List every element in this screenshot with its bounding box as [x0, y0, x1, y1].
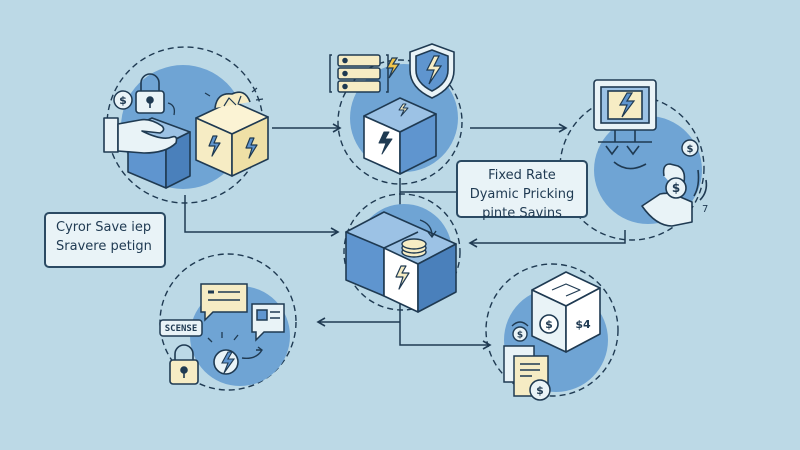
svg-text:$4: $4: [575, 318, 591, 331]
node-chat-lock: SCENSE: [159, 253, 297, 391]
arrow-node1-to-center: [184, 195, 340, 237]
shield-bolt-icon: [409, 43, 455, 99]
padlock-icon: [169, 344, 199, 385]
dollar-coin-icon: $: [511, 321, 529, 342]
svg-text:7: 7: [702, 204, 708, 215]
node-center-cubes: [343, 193, 461, 313]
node-server-shield: [329, 43, 463, 185]
cube-icon: [345, 211, 457, 313]
coin-stack-icon: [401, 219, 437, 258]
node-hand-cubes: $: [103, 46, 269, 204]
svg-text:$: $: [517, 331, 523, 341]
dollar-coin-icon: $: [681, 139, 699, 157]
document-icon: $: [503, 345, 551, 401]
node-documents-cube: $ $4 $ $: [485, 263, 619, 401]
dollar-coin-icon: $: [113, 90, 133, 110]
note-box-right: Fixed Rate Dyamic Pricking pinte Savins: [456, 160, 588, 221]
padlock-icon: [135, 73, 165, 114]
cube-icon: [363, 97, 437, 175]
cube-icon: [195, 87, 269, 177]
svg-text:$: $: [119, 94, 127, 107]
bolt-icon: [386, 57, 401, 79]
svg-text:$: $: [545, 318, 553, 331]
svg-text:$: $: [687, 144, 694, 155]
chat-bubble-icon: [200, 283, 248, 322]
note-right-line-2: Dyamic Pricking: [469, 187, 575, 202]
note-box-left: Cyror Save iep Sravere petign: [44, 212, 166, 268]
cube-icon: $ $4: [531, 271, 601, 353]
money-hand-icon: $ 7: [641, 163, 708, 227]
svg-text:$: $: [536, 384, 544, 397]
server-stack-icon: [329, 54, 389, 93]
bolt-coin-icon: [207, 332, 263, 375]
node-monitor-money: $ $ 7: [559, 79, 708, 241]
sign-badge: SCENSE: [159, 319, 203, 337]
note-right-line-1: Fixed Rate: [488, 168, 556, 183]
sign-badge-label: SCENSE: [165, 324, 198, 334]
note-right-line-3: pinte Savins: [482, 206, 562, 221]
chat-bubble-icon: [251, 303, 285, 342]
svg-text:$: $: [672, 181, 680, 195]
note-left-line-2: Sravere petign: [56, 239, 152, 254]
arrow-icon: [167, 102, 176, 116]
arrow-center-to-node5: [399, 300, 492, 350]
monitor-bolt-icon: [593, 79, 657, 170]
arrow-node3-to-center: [468, 230, 626, 248]
hand-icon: [103, 117, 178, 154]
note-left-line-1: Cyror Save iep: [56, 220, 152, 235]
connectors: [184, 123, 626, 350]
